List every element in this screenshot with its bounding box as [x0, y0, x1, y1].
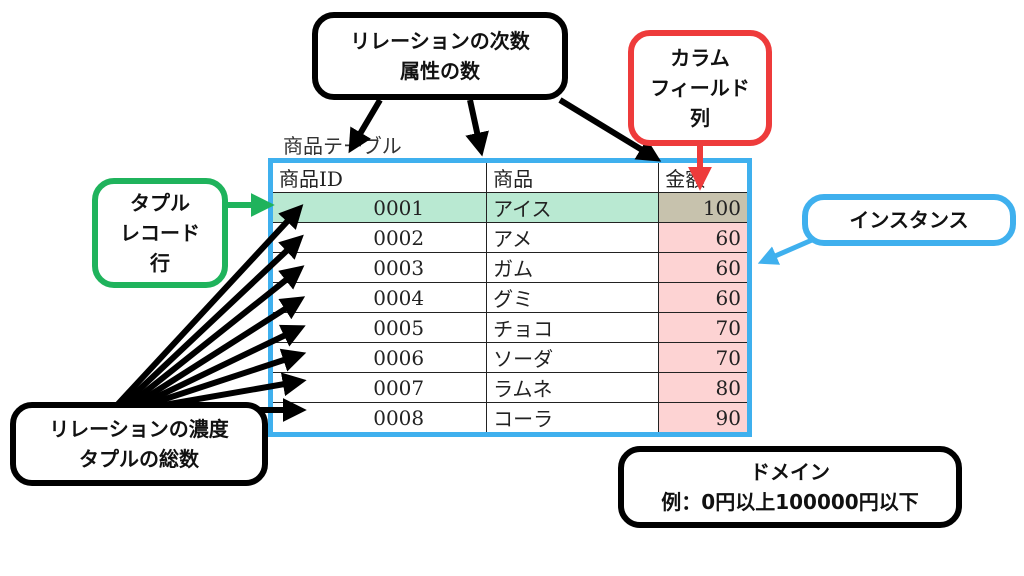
- cardinality-label: リレーションの濃度: [49, 417, 229, 441]
- instance-arrow: [757, 237, 813, 265]
- column-box: カラム フィールド 列: [628, 30, 772, 146]
- arrow: [115, 204, 304, 407]
- column-label: カラム: [670, 46, 730, 70]
- domain-example: 例：0円以上100000円以下: [661, 490, 919, 514]
- arrow: [140, 324, 306, 407]
- cell-price: 60: [658, 282, 750, 313]
- header-name: 商品: [486, 160, 660, 193]
- instance-label: インスタンス: [849, 208, 969, 232]
- cell-price: 90: [658, 402, 750, 435]
- arrow: [558, 97, 662, 162]
- retsu-label: 列: [690, 106, 710, 130]
- arrow: [121, 234, 304, 407]
- cell-price: 70: [658, 312, 750, 343]
- cell-price: 70: [658, 342, 750, 373]
- tuple-label: タプル: [130, 191, 190, 215]
- cell-name: ガム: [486, 252, 660, 283]
- attribute-count-label: 属性の数: [400, 59, 480, 83]
- arrow: [465, 99, 489, 157]
- domain-box: ドメイン 例：0円以上100000円以下: [618, 446, 962, 528]
- cell-price: 60: [658, 252, 750, 283]
- arrow: [134, 296, 306, 407]
- cell-price: 60: [658, 222, 750, 253]
- row-label: 行: [150, 251, 170, 275]
- cell-name: コーラ: [486, 402, 660, 435]
- degree-arrows: [348, 97, 662, 162]
- tuple-total-label: タプルの総数: [79, 447, 199, 471]
- domain-label: ドメイン: [750, 460, 830, 484]
- tuple-box: タプル レコード 行: [92, 178, 228, 288]
- cell-price: 100: [658, 192, 750, 223]
- arrow: [348, 98, 383, 154]
- cardinality-box: リレーションの濃度 タプルの総数: [10, 402, 268, 486]
- table-header-row: 商品ID 商品 金額: [269, 160, 750, 193]
- table-title: 商品テーブル: [283, 134, 402, 158]
- cell-id: 0004: [269, 282, 488, 313]
- arrow: [149, 348, 307, 407]
- instance-box: インスタンス: [802, 194, 1016, 246]
- arrow: [128, 265, 305, 407]
- degree-box: リレーションの次数 属性の数: [312, 12, 568, 100]
- cardinality-arrows: [115, 204, 307, 422]
- cell-name: グミ: [486, 282, 660, 313]
- field-label: フィールド: [650, 76, 750, 100]
- degree-label: リレーションの次数: [350, 29, 530, 53]
- header-id: 商品ID: [269, 160, 488, 193]
- record-label: レコード: [120, 221, 200, 245]
- cell-price: 80: [658, 372, 750, 403]
- cell-name: ソーダ: [486, 342, 660, 373]
- cell-name: チョコ: [486, 312, 660, 343]
- cell-id: 0002: [269, 222, 488, 253]
